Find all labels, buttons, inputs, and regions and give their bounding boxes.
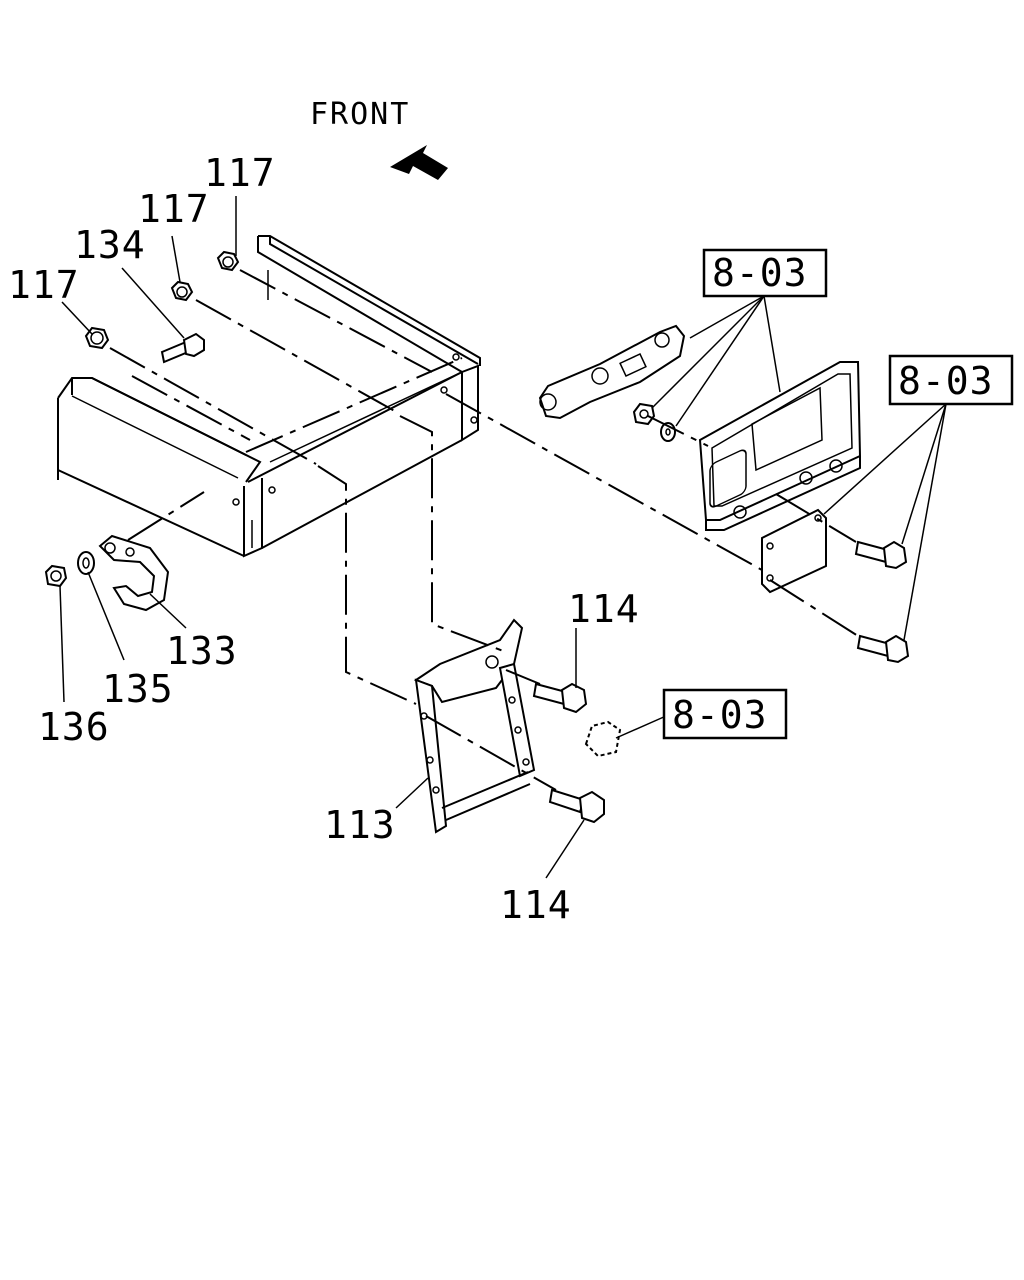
centerline-nut-a [239, 269, 433, 373]
centerline-lamp [445, 393, 763, 571]
callout-135: 135 [102, 667, 174, 711]
callout-133: 133 [166, 629, 238, 673]
centerline-bolt-114-upper [505, 669, 541, 685]
cap-part [584, 720, 622, 758]
nut-117-a [216, 250, 240, 272]
callout-134: 134 [74, 223, 146, 267]
bolt-114-lower [548, 788, 605, 824]
callout-117-c: 117 [8, 263, 80, 307]
centerline-bracket-a [317, 465, 417, 705]
centerline-bolt-134 [131, 375, 251, 441]
small-washer [660, 422, 676, 442]
ref-label-lamp: 8-03 [712, 251, 808, 295]
cross-member [232, 235, 481, 558]
centerline-hook [127, 491, 205, 541]
callout-114-upper: 114 [568, 587, 640, 631]
ref-label-plate: 8-03 [898, 359, 994, 403]
ref-label-cap: 8-03 [672, 693, 768, 737]
plate-bolt-lower [856, 634, 910, 664]
centerline-plate-bolt-lower [769, 579, 859, 637]
bolt-114-upper [532, 682, 588, 714]
front-arrow-icon [390, 145, 448, 180]
callout-117-a: 117 [204, 151, 276, 195]
centerline-nut-c [109, 347, 317, 465]
bolt-134 [160, 332, 205, 364]
nut-117-b [170, 280, 194, 302]
front-label: FRONT [310, 97, 410, 132]
plate-bracket [761, 508, 827, 594]
centerline-nut-b [195, 299, 401, 415]
tow-hook-133 [98, 534, 170, 612]
washer-135 [77, 551, 95, 575]
centerline-bracket-b [399, 415, 507, 653]
centerline-lamp-nut [647, 415, 709, 447]
plate-bolt-upper [854, 540, 908, 570]
ref-box-lamp: 8-03 [702, 248, 828, 298]
centerline-bolt-114-lower [425, 715, 557, 791]
rear-lamp [698, 361, 862, 531]
frame-rail [57, 377, 262, 557]
lamp-bracket [538, 324, 686, 420]
callout-117-b: 117 [138, 187, 210, 231]
centerline-plate-bolt-upper [775, 493, 857, 543]
bracket-113 [413, 618, 536, 834]
callout-113: 113 [324, 803, 396, 847]
small-nut [632, 402, 656, 426]
ref-box-plate: 8-03 [888, 354, 1014, 406]
nut-136 [44, 564, 68, 588]
callout-114-lower: 114 [500, 883, 572, 927]
ref-box-cap: 8-03 [662, 688, 788, 740]
leader-lines [59, 196, 947, 879]
callout-136: 136 [38, 705, 110, 749]
